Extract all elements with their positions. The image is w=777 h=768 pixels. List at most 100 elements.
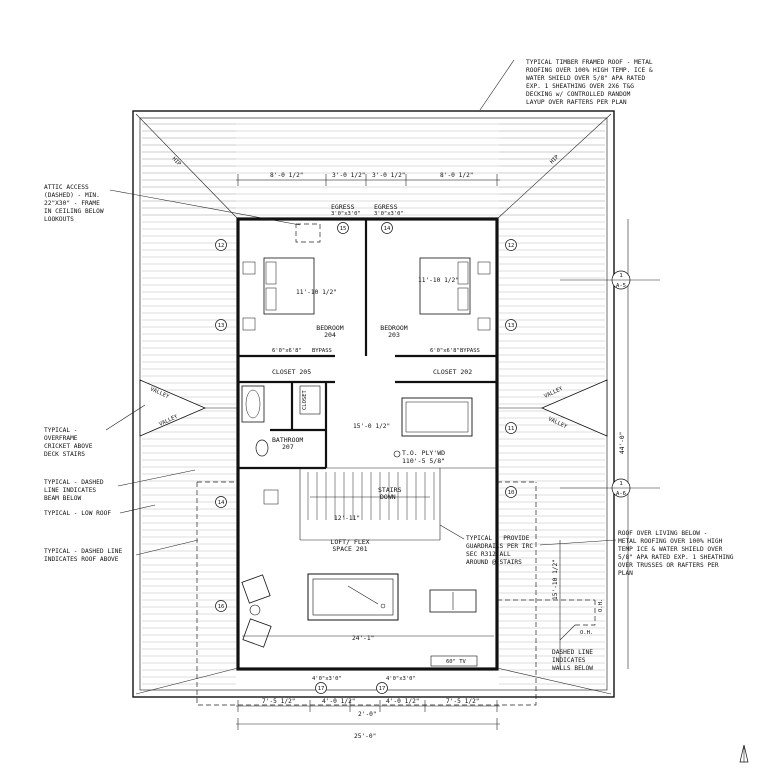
tv-unit	[430, 655, 478, 667]
north-arrow-icon	[739, 744, 749, 763]
loft-number: SPACE 201	[332, 545, 367, 553]
exterior-wall	[236, 217, 499, 671]
hip-lines	[135, 113, 612, 695]
note-roof-above: TYPICAL - DASHED LINE INDICATES ROOF ABO…	[44, 548, 126, 563]
bedroom-204-number: 204	[324, 331, 336, 339]
note-walls-below: DASHED LINE INDICATES WALLS BELOW	[552, 649, 597, 672]
window-tag-12b: 12	[505, 239, 517, 251]
loft-couch	[429, 589, 477, 613]
dim-top-right: 8'-0 1/2"	[440, 172, 474, 179]
stairs-label: STAIRS	[378, 486, 402, 494]
loft-chairs	[241, 574, 272, 648]
egress-size-1: 3'0"x3'0"	[331, 211, 361, 217]
bathroom-fixtures	[241, 385, 321, 457]
bedroom-203-label: BEDROOM	[380, 324, 407, 332]
bathroom-label: BATHROOM	[272, 436, 303, 444]
svg-text:14: 14	[384, 226, 391, 232]
svg-text:15: 15	[340, 226, 347, 232]
window-tag-12a: 12	[215, 239, 227, 251]
hall-sofa	[401, 397, 473, 437]
svg-text:1: 1	[619, 273, 622, 279]
dim-bottom-left: 7'-5 1/2"	[262, 698, 296, 705]
window-tag-10: 10	[505, 486, 517, 498]
dim-bottom-m1: 4'-0 1/2"	[322, 698, 356, 705]
svg-text:16: 16	[218, 604, 225, 610]
stairs-down-label: DOWN	[380, 493, 396, 501]
dim-overall-width: 25'-0"	[354, 733, 376, 740]
door-size-left: 6'0"x6'8"	[272, 348, 302, 354]
window-tag-15: 15	[337, 222, 349, 234]
top-dimension	[236, 174, 500, 186]
svg-text:12: 12	[218, 243, 225, 249]
svg-text:A-6: A-6	[616, 491, 626, 497]
dim-top-mid1: 3'-0 1/2"	[332, 172, 366, 179]
svg-text:A-5: A-5	[616, 283, 626, 289]
loft-side-table	[263, 489, 279, 505]
dim-bottom-right: 7'-5 1/2"	[446, 698, 480, 705]
svg-text:17: 17	[318, 686, 325, 692]
oh-label-vert: O.H.	[598, 599, 604, 612]
dim-overall-height: 44'-0"	[619, 432, 626, 454]
dashed-lines	[196, 481, 596, 706]
hip-label-left: HIP	[171, 156, 183, 168]
valley-label-right-1: VALLEY	[543, 386, 564, 400]
dim-bottom-center: 2'-0"	[358, 711, 377, 718]
svg-text:14: 14	[218, 500, 225, 506]
dim-bottom-m2: 4'-0 1/2"	[386, 698, 420, 705]
note-leaders	[105, 59, 617, 641]
svg-text:13: 13	[218, 323, 225, 329]
note-beam: TYPICAL - DASHED LINE INDICATES BEAM BEL…	[44, 479, 107, 502]
bed-204	[242, 257, 315, 331]
attic-access	[295, 223, 321, 243]
window-tag-17b: 17	[376, 682, 388, 694]
loft-label: LOFT/ FLEX	[330, 538, 369, 546]
svg-text:12: 12	[508, 243, 515, 249]
note-guardrails: TYPICAL - PROVIDE GUARDRAILS PER IRC SEC…	[466, 535, 537, 566]
roof-hatch	[142, 123, 605, 685]
dim-top-mid2: 3'-0 1/2"	[372, 172, 406, 179]
window-tag-14b: 14	[215, 496, 227, 508]
note-roof-top: TYPICAL TIMBER FRAMED ROOF - METAL ROOFI…	[526, 59, 656, 106]
section-marker-a5: 1 A-5	[560, 270, 660, 290]
hall-width: 15'-0 1/2"	[353, 423, 390, 430]
tv-label: 60" TV	[446, 659, 467, 665]
hip-label-right: HIP	[549, 154, 561, 166]
window-tag-13b: 13	[505, 319, 517, 331]
plate-height-label: T.O. PLY'WD	[402, 449, 445, 457]
stair-width: 12'-11"	[334, 515, 360, 522]
egress-label-1: EGRESS	[331, 203, 355, 211]
svg-text:17: 17	[379, 686, 386, 692]
window-size-bottom-2: 4'0"x3'0"	[386, 676, 416, 682]
pool-table	[307, 573, 399, 621]
svg-text:13: 13	[508, 323, 515, 329]
window-tag-17a: 17	[315, 682, 327, 694]
stair-treads	[307, 472, 435, 520]
valleys	[139, 379, 608, 437]
window-tag-14: 14	[381, 222, 393, 234]
interior-walls	[238, 219, 497, 541]
note-attic: ATTIC ACCESS (DASHED) - MIN. 22"X30" - F…	[44, 184, 107, 223]
valley-label-right-2: VALLEY	[547, 416, 568, 430]
window-tag-16: 16	[215, 600, 227, 612]
note-low-roof: TYPICAL - LOW ROOF	[44, 510, 111, 517]
bed203-width: 11'-10 1/2"	[418, 277, 459, 284]
dim-right: 15'-10 1/2"	[552, 559, 559, 600]
note-living: ROOF OVER LIVING BELOW - METAL ROOFING O…	[618, 530, 737, 577]
svg-text:10: 10	[508, 490, 515, 496]
closet-202-label: CLOSET 202	[433, 368, 472, 376]
oh-label-horiz: O.H.	[580, 630, 593, 636]
svg-text:11: 11	[508, 426, 515, 432]
bedroom-204-label: BEDROOM	[316, 324, 343, 332]
bed-203	[419, 257, 491, 331]
bypass-right: BYPASS	[460, 348, 480, 354]
svg-text:1: 1	[619, 481, 622, 487]
bedroom-203-number: 203	[388, 331, 400, 339]
loft-width: 24'-1"	[352, 635, 374, 642]
closet-205-label: CLOSET 205	[272, 368, 311, 376]
window-tag-13a: 13	[215, 319, 227, 331]
bypass-left: BYPASS	[312, 348, 332, 354]
bottom-dimension	[236, 700, 500, 730]
dim-top-left: 8'-0 1/2"	[270, 172, 304, 179]
egress-label-2: EGRESS	[374, 203, 398, 211]
